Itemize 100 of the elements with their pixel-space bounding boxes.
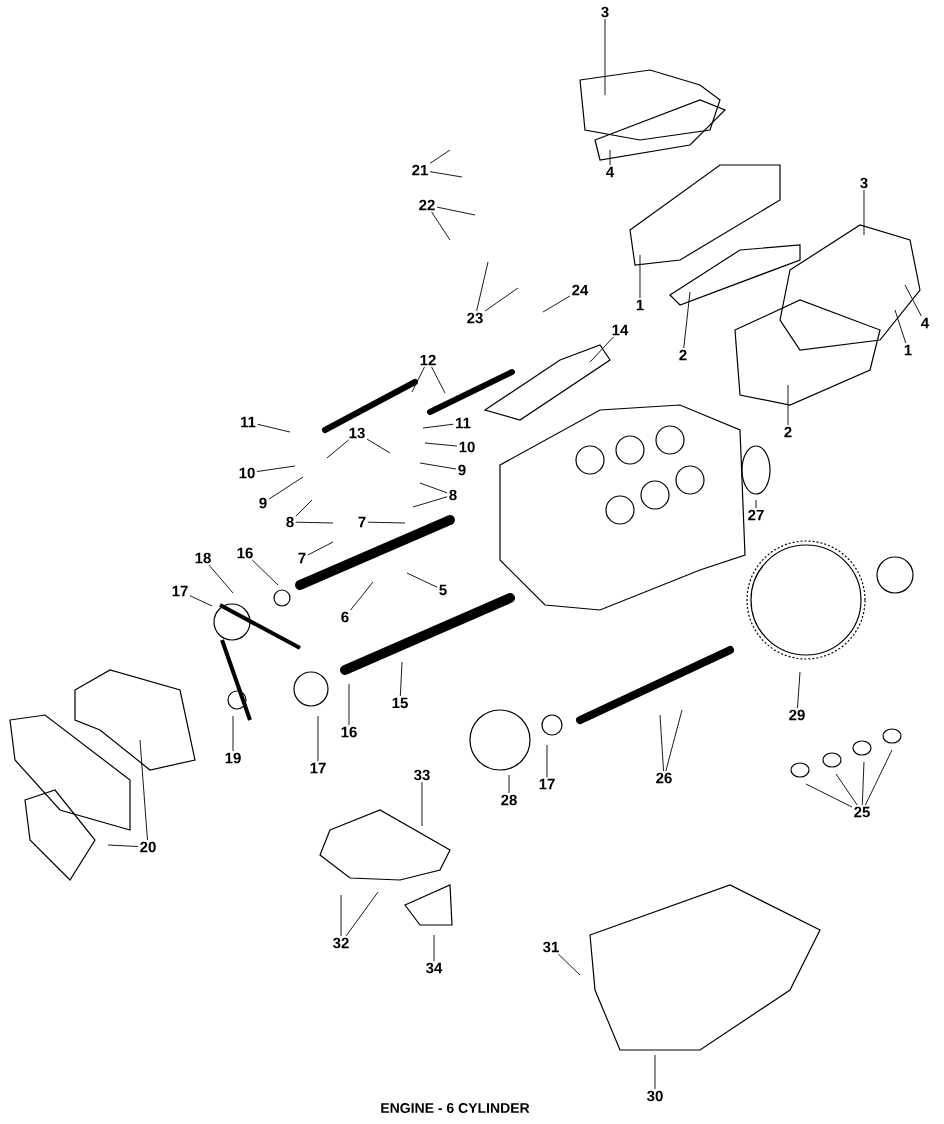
leader-line (665, 709, 683, 772)
leader-line (208, 564, 234, 594)
leader-line (609, 149, 611, 166)
callout-number: 7 (298, 552, 306, 564)
leader-line (295, 521, 334, 524)
callout-number: 23 (467, 312, 483, 324)
leader-line (307, 541, 334, 556)
leader-line (406, 572, 438, 588)
callout-number: 26 (656, 772, 672, 784)
leader-line (412, 496, 448, 508)
leader-line (422, 423, 454, 429)
callout-number: 1 (636, 299, 644, 311)
callout-number: 4 (606, 166, 615, 178)
leader-line (139, 739, 148, 841)
leader-line (904, 284, 922, 317)
callout-number: 17 (172, 585, 188, 597)
callout-number: 11 (241, 416, 256, 428)
callout-number: 3 (860, 177, 868, 189)
callout-number: 10 (459, 441, 475, 453)
leader-line (256, 465, 296, 472)
callout-number: 28 (501, 794, 517, 806)
callout-number: 12 (420, 354, 436, 366)
callout-number: 6 (341, 611, 349, 623)
callout-number: 17 (539, 778, 555, 790)
callout-number: 18 (195, 552, 211, 564)
callout-number: 32 (333, 937, 349, 949)
callout-number: 33 (414, 769, 430, 781)
leader-line (557, 953, 581, 976)
callout-number: 8 (449, 489, 457, 501)
leader-line (326, 439, 350, 459)
leader-line (546, 744, 548, 778)
leader-line (835, 773, 858, 806)
leader-line (431, 366, 446, 394)
leader-line (787, 384, 789, 426)
callout-number: 27 (748, 509, 764, 521)
leader-line (366, 438, 391, 454)
leader-line (683, 291, 691, 349)
callout-number: 11 (456, 417, 471, 429)
leader-line (419, 482, 448, 494)
leader-line (424, 442, 458, 447)
callout-number: 13 (349, 427, 365, 439)
leader-line (411, 366, 425, 393)
leader-line (421, 781, 423, 827)
leader-line (436, 206, 476, 216)
callout-number: 10 (239, 467, 255, 479)
callout-number: 17 (310, 762, 326, 774)
callout-number: 9 (458, 464, 466, 476)
callout-number: 19 (225, 752, 241, 764)
leader-line (429, 171, 463, 178)
leader-line (429, 149, 451, 164)
callout-number: 5 (439, 584, 447, 596)
callout-number: 30 (647, 1090, 663, 1102)
leader-line (268, 476, 304, 500)
leader-line (317, 715, 319, 762)
callout-number: 2 (679, 349, 687, 361)
callout-number: 31 (543, 941, 559, 953)
callout-number: 8 (286, 516, 294, 528)
leader-line (654, 1054, 656, 1090)
leader-line (295, 499, 313, 517)
leader-line (399, 661, 403, 697)
leader-line (431, 211, 451, 241)
callout-number: 34 (426, 962, 443, 974)
callout-number: 25 (854, 806, 870, 818)
callout-number: 21 (412, 164, 428, 176)
leader-line (864, 749, 893, 806)
leader-line (345, 891, 379, 937)
callout-number: 16 (237, 547, 253, 559)
leader-line (340, 894, 342, 937)
leader-line (348, 683, 350, 726)
leader-line (805, 783, 853, 808)
leader-line (476, 261, 489, 312)
callout-number: 29 (789, 709, 805, 721)
leader-line (367, 521, 406, 524)
leader-line (484, 287, 519, 312)
leader-line (659, 714, 664, 772)
callout-number: 14 (612, 324, 629, 336)
leader-line (894, 309, 907, 344)
callout-number: 20 (140, 841, 156, 853)
leader-line (861, 761, 865, 806)
leader-line (107, 844, 139, 847)
callout-number: 15 (392, 697, 408, 709)
leader-line (257, 423, 291, 433)
leader-line (251, 559, 279, 586)
leader-line (350, 581, 374, 611)
leader-line (604, 18, 606, 96)
callout-number: 24 (572, 284, 589, 296)
caption: ENGINE - 6 CYLINDER (381, 1103, 530, 1113)
callout-number: 16 (341, 726, 357, 738)
callout-number: 9 (259, 497, 267, 509)
leader-line (189, 595, 213, 607)
leader-line (863, 189, 865, 236)
leader-line (755, 499, 757, 509)
leader-line (232, 715, 234, 752)
callout-number: 7 (358, 516, 366, 528)
callout-number: 3 (601, 6, 609, 18)
leader-line (542, 295, 571, 313)
callout-number: 22 (419, 199, 435, 211)
leader-line (433, 934, 435, 962)
leader-line (797, 671, 801, 709)
leader-line (639, 254, 641, 299)
